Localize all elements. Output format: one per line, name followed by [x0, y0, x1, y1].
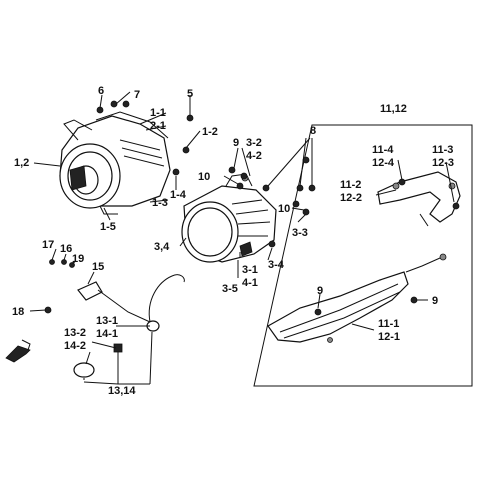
label-13-14: 13,14	[108, 385, 136, 397]
label-1-2b: 1-2	[202, 126, 218, 138]
label-11-4: 11-4	[372, 144, 394, 156]
bracket-assembly-box	[253, 124, 473, 387]
label-1-2: 1,2	[14, 157, 29, 169]
label-3-4: 3,4	[154, 241, 170, 253]
label-11-2: 11-2	[340, 179, 361, 191]
label-3-4b: 3-4	[268, 259, 285, 271]
label-6: 6	[98, 85, 104, 97]
label-3-3: 3-3	[292, 227, 308, 239]
label-3-1: 3-1	[242, 264, 258, 276]
part-labels: 1,2 1-1 2-1 1-2 1-3 1-4 1-5 3-2 4-2 3,4 …	[12, 85, 454, 397]
label-5: 5	[187, 88, 193, 100]
label-11-3: 11-3	[432, 144, 453, 156]
connector-bracket	[5, 339, 31, 363]
label-19: 19	[72, 253, 84, 265]
label-9c: 9	[432, 295, 438, 307]
lower-bracket	[267, 253, 447, 343]
label-8: 8	[310, 125, 316, 137]
label-3-2: 3-2	[246, 137, 262, 149]
leader-lines	[29, 91, 455, 385]
label-1-3: 1-3	[152, 197, 168, 209]
label-14-1: 14-1	[96, 328, 118, 340]
clip-15	[49, 259, 103, 301]
label-14-2: 14-2	[64, 340, 86, 352]
label-9a: 9	[233, 137, 239, 149]
label-7: 7	[134, 89, 140, 101]
label-11-12: 11,12	[380, 103, 407, 115]
label-9b: 9	[317, 285, 323, 297]
label-4-2: 4-2	[246, 150, 262, 162]
label-12-4: 12-4	[372, 157, 395, 169]
label-1-4: 1-4	[170, 189, 187, 201]
label-4-1: 4-1	[242, 277, 258, 289]
label-17: 17	[42, 239, 54, 251]
bolts	[44, 100, 460, 316]
label-10a: 10	[198, 171, 210, 183]
label-16: 16	[60, 243, 72, 255]
label-12-3: 12-3	[432, 157, 454, 169]
label-13-2: 13-2	[64, 327, 86, 339]
label-1-1: 1-1	[150, 107, 166, 119]
label-11-1: 11-1	[378, 318, 399, 330]
label-12-2: 12-2	[340, 192, 362, 204]
label-3-5: 3-5	[222, 283, 238, 295]
label-2-1: 2-1	[150, 120, 166, 132]
label-18: 18	[12, 306, 24, 318]
label-12-1: 12-1	[378, 331, 400, 343]
upper-bracket	[377, 171, 461, 227]
label-13-1: 13-1	[96, 315, 118, 327]
label-1-5: 1-5	[100, 221, 116, 233]
label-15: 15	[92, 261, 104, 273]
label-10b: 10	[278, 203, 290, 215]
projector-lamp	[181, 173, 277, 263]
headlight-housing	[59, 111, 171, 215]
